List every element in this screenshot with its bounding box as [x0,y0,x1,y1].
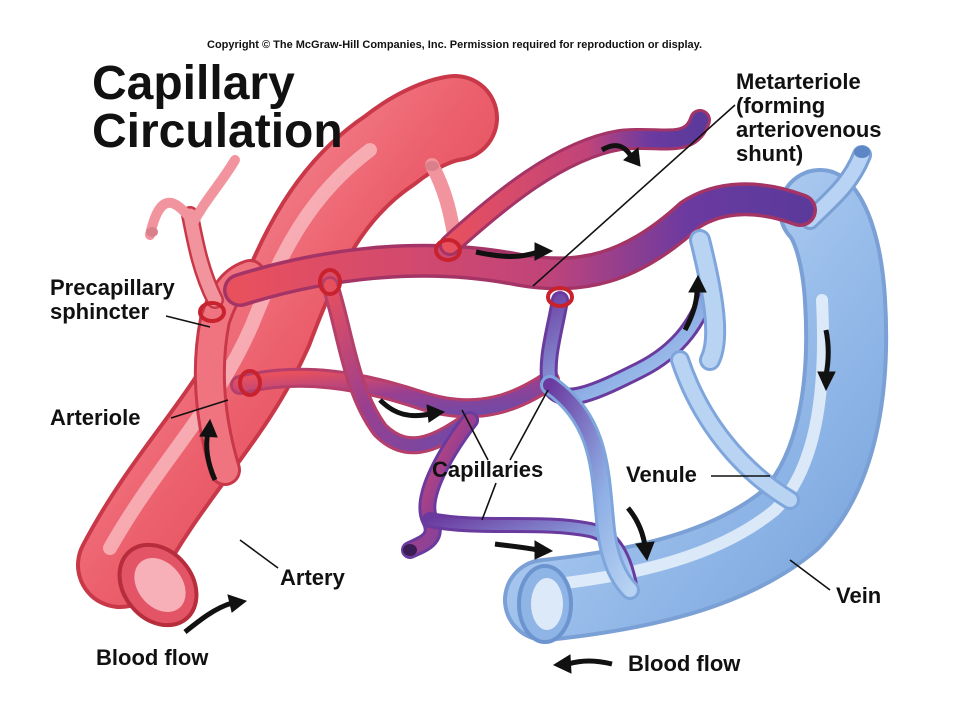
sphincter-ring [318,268,342,296]
flow-arrow-icon [567,658,613,667]
vein-vessel [503,145,889,644]
flow-arrow-icon [823,329,831,376]
flow-arrow-icon [534,242,554,261]
metarteriole-vessel [223,109,817,307]
flow-arrow-icon [552,654,572,674]
precapillary-sphincters [198,238,574,397]
metarteriole-line-1: Metarteriole [736,69,861,94]
flow-arrow-icon [378,398,431,419]
flow-arrow-icon [688,274,707,293]
leader-line-capillaries-c [481,482,497,521]
title-line-1: Capillary [92,57,295,110]
flow-arrow-icon [183,600,233,634]
flow-arrow-icon [426,404,446,423]
label-blood-flow-left: Blood flow [96,645,209,670]
diagram-title: Capillary Circulation [92,60,343,156]
sphincter-ring [198,301,226,323]
copyright-notice: Copyright © The McGraw-Hill Companies, I… [207,39,703,51]
flow-arrow-icon [534,540,554,560]
sphincter-ring [238,369,262,397]
leader-line-artery [239,539,279,569]
flow-arrow-icon [682,289,700,332]
label-precapillary-sphincter: Precapillary sphincter [50,276,175,324]
sphincter-line-2: sphincter [50,299,150,324]
leader-line-capillaries-a [461,409,489,461]
capillary-network [230,229,800,600]
flow-arrow-icon [494,541,539,553]
label-blood-flow-right: Blood flow [628,651,741,676]
title-line-2: Circulation [92,105,343,158]
flow-arrow-icon [817,371,836,392]
flow-arrows [183,143,836,674]
sphincter-ring [546,286,574,308]
metarteriole-line-4: shunt) [736,141,804,166]
leader-line-arteriole [170,399,229,419]
flow-arrow-icon [623,147,641,167]
leader-line-sphincter [165,315,211,328]
metarteriole-line-3: arteriovenous [736,117,882,142]
flow-arrow-icon [227,594,248,613]
flow-arrow-icon [475,249,539,259]
flow-arrow-icon [626,506,648,547]
label-metarteriole: Metarteriole (forming arteriovenous shun… [736,70,882,166]
label-arteriole: Arteriole [50,405,141,430]
label-vein: Vein [836,583,882,608]
flow-arrow-icon [635,541,655,562]
label-venule: Venule [626,462,697,487]
label-artery: Artery [280,565,345,590]
leader-line-vein [789,559,831,591]
leader-lines [165,104,831,591]
leader-line-metarteriole [532,104,736,287]
label-capillaries: Capillaries [432,457,544,482]
metarteriole-line-2: (forming [736,93,826,118]
leader-line-capillaries-b [509,389,549,461]
flow-arrow-icon [199,418,218,438]
sphincter-line-1: Precapillary [50,275,175,300]
sphincter-ring [434,238,462,262]
